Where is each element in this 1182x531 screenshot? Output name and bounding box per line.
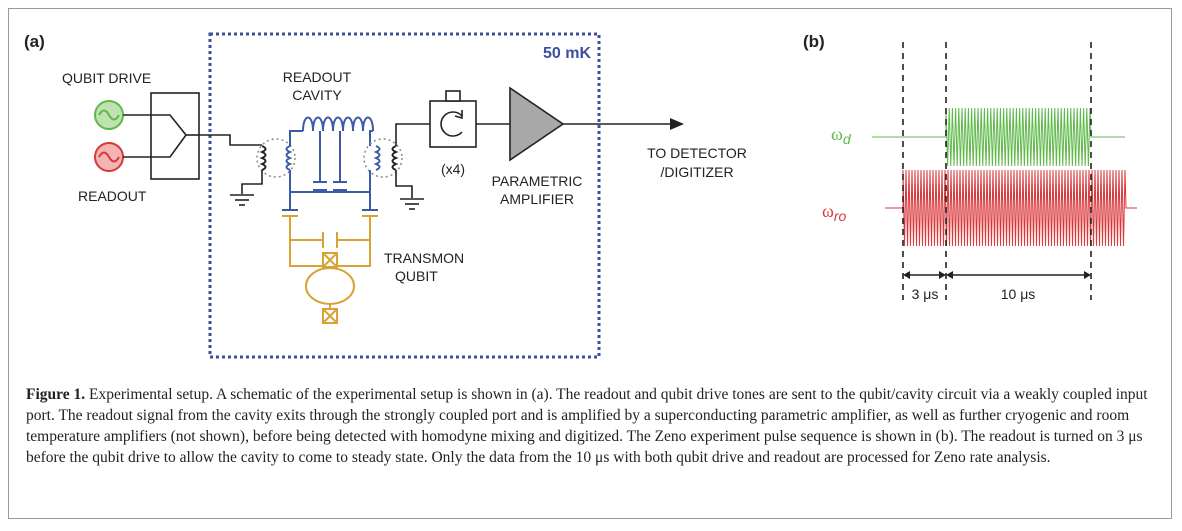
figure-diagram: (a) 50 mK QUBIT DRIVE READOUT READOUT CA… (24, 32, 1137, 359)
cavity-label-line1: READOUT (283, 69, 352, 85)
readout-source-icon (94, 142, 124, 172)
detector-label-line1: TO DETECTOR (647, 145, 747, 161)
readout-frequency-label: ωro (822, 201, 847, 224)
input-coupler-icon (241, 138, 296, 194)
readout-wave-trace (885, 169, 1137, 247)
amplifier-label-line1: PARAMETRIC (492, 173, 583, 189)
figure-frame (8, 8, 1172, 519)
ground-icon (400, 198, 424, 210)
caption-figure-label: Figure 1. (26, 386, 86, 403)
figure-caption: Figure 1. Experimental setup. A schemati… (26, 384, 1156, 468)
qubit-label-line1: TRANSMON (384, 250, 464, 266)
qubit-drive-source-icon (94, 100, 124, 130)
drive-pulse-waveform (872, 107, 1125, 167)
drive-wave-trace (872, 107, 1125, 167)
output-coupler-icon (363, 123, 430, 198)
circulator-icon (429, 90, 510, 148)
caption-text: Experimental setup. A schematic of the e… (26, 386, 1148, 466)
transmon-qubit-icon (282, 215, 378, 324)
panel-b-label: (b) (803, 32, 825, 51)
readout-source-label: READOUT (78, 188, 147, 204)
qubit-label-line2: QUBIT (395, 268, 438, 284)
readout-pulse-waveform (885, 169, 1137, 247)
readout-cavity-icon (282, 116, 378, 211)
delay-label: 3 μs (912, 286, 939, 302)
circulator-count-label: (x4) (441, 161, 465, 177)
input-line (199, 134, 256, 146)
ground-icon (230, 194, 254, 206)
output-arrow-icon (563, 118, 684, 130)
window-label: 10 μs (1001, 286, 1036, 302)
parametric-amplifier-icon (509, 86, 565, 162)
fridge-box (208, 32, 601, 359)
panel-a-label: (a) (24, 32, 45, 51)
timing-arrows (903, 271, 1091, 279)
detector-label-line2: /DIGITIZER (660, 164, 733, 180)
qubit-drive-label: QUBIT DRIVE (62, 70, 151, 86)
amplifier-label-line2: AMPLIFIER (500, 191, 574, 207)
combiner-icon (123, 92, 200, 180)
temperature-label: 50 mK (543, 45, 591, 62)
drive-frequency-label: ωd (831, 124, 852, 147)
timing-markers (902, 42, 1092, 300)
cavity-label-line2: CAVITY (292, 87, 342, 103)
